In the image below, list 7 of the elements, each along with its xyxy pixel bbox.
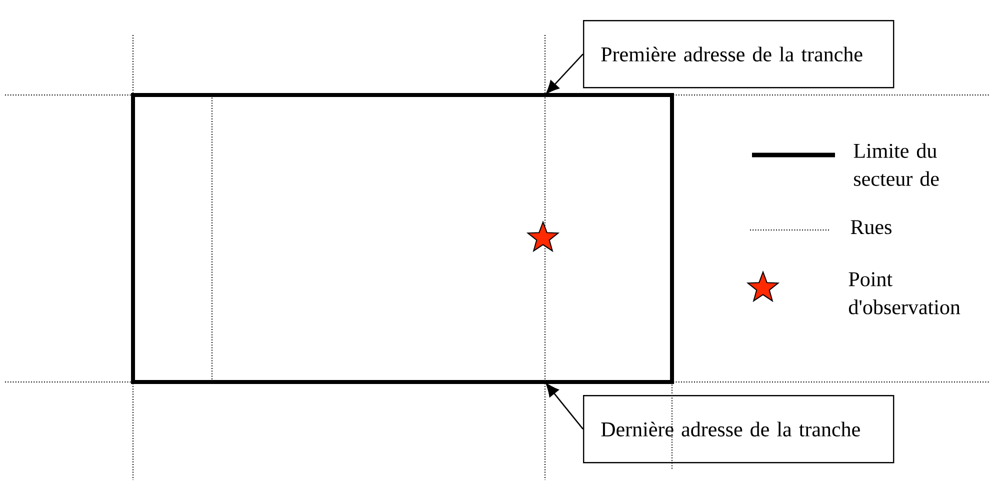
callout-box: Dernière adresse de la tranche [583, 395, 894, 464]
callout-box: Première adresse de la tranche [583, 20, 894, 88]
legend-label: Limite du secteur de [854, 143, 939, 186]
legend-label: Point d'observation [848, 272, 960, 314]
legend-label: Rues [850, 220, 892, 234]
leader-arrow [546, 383, 584, 430]
leader-arrow [546, 54, 584, 94]
